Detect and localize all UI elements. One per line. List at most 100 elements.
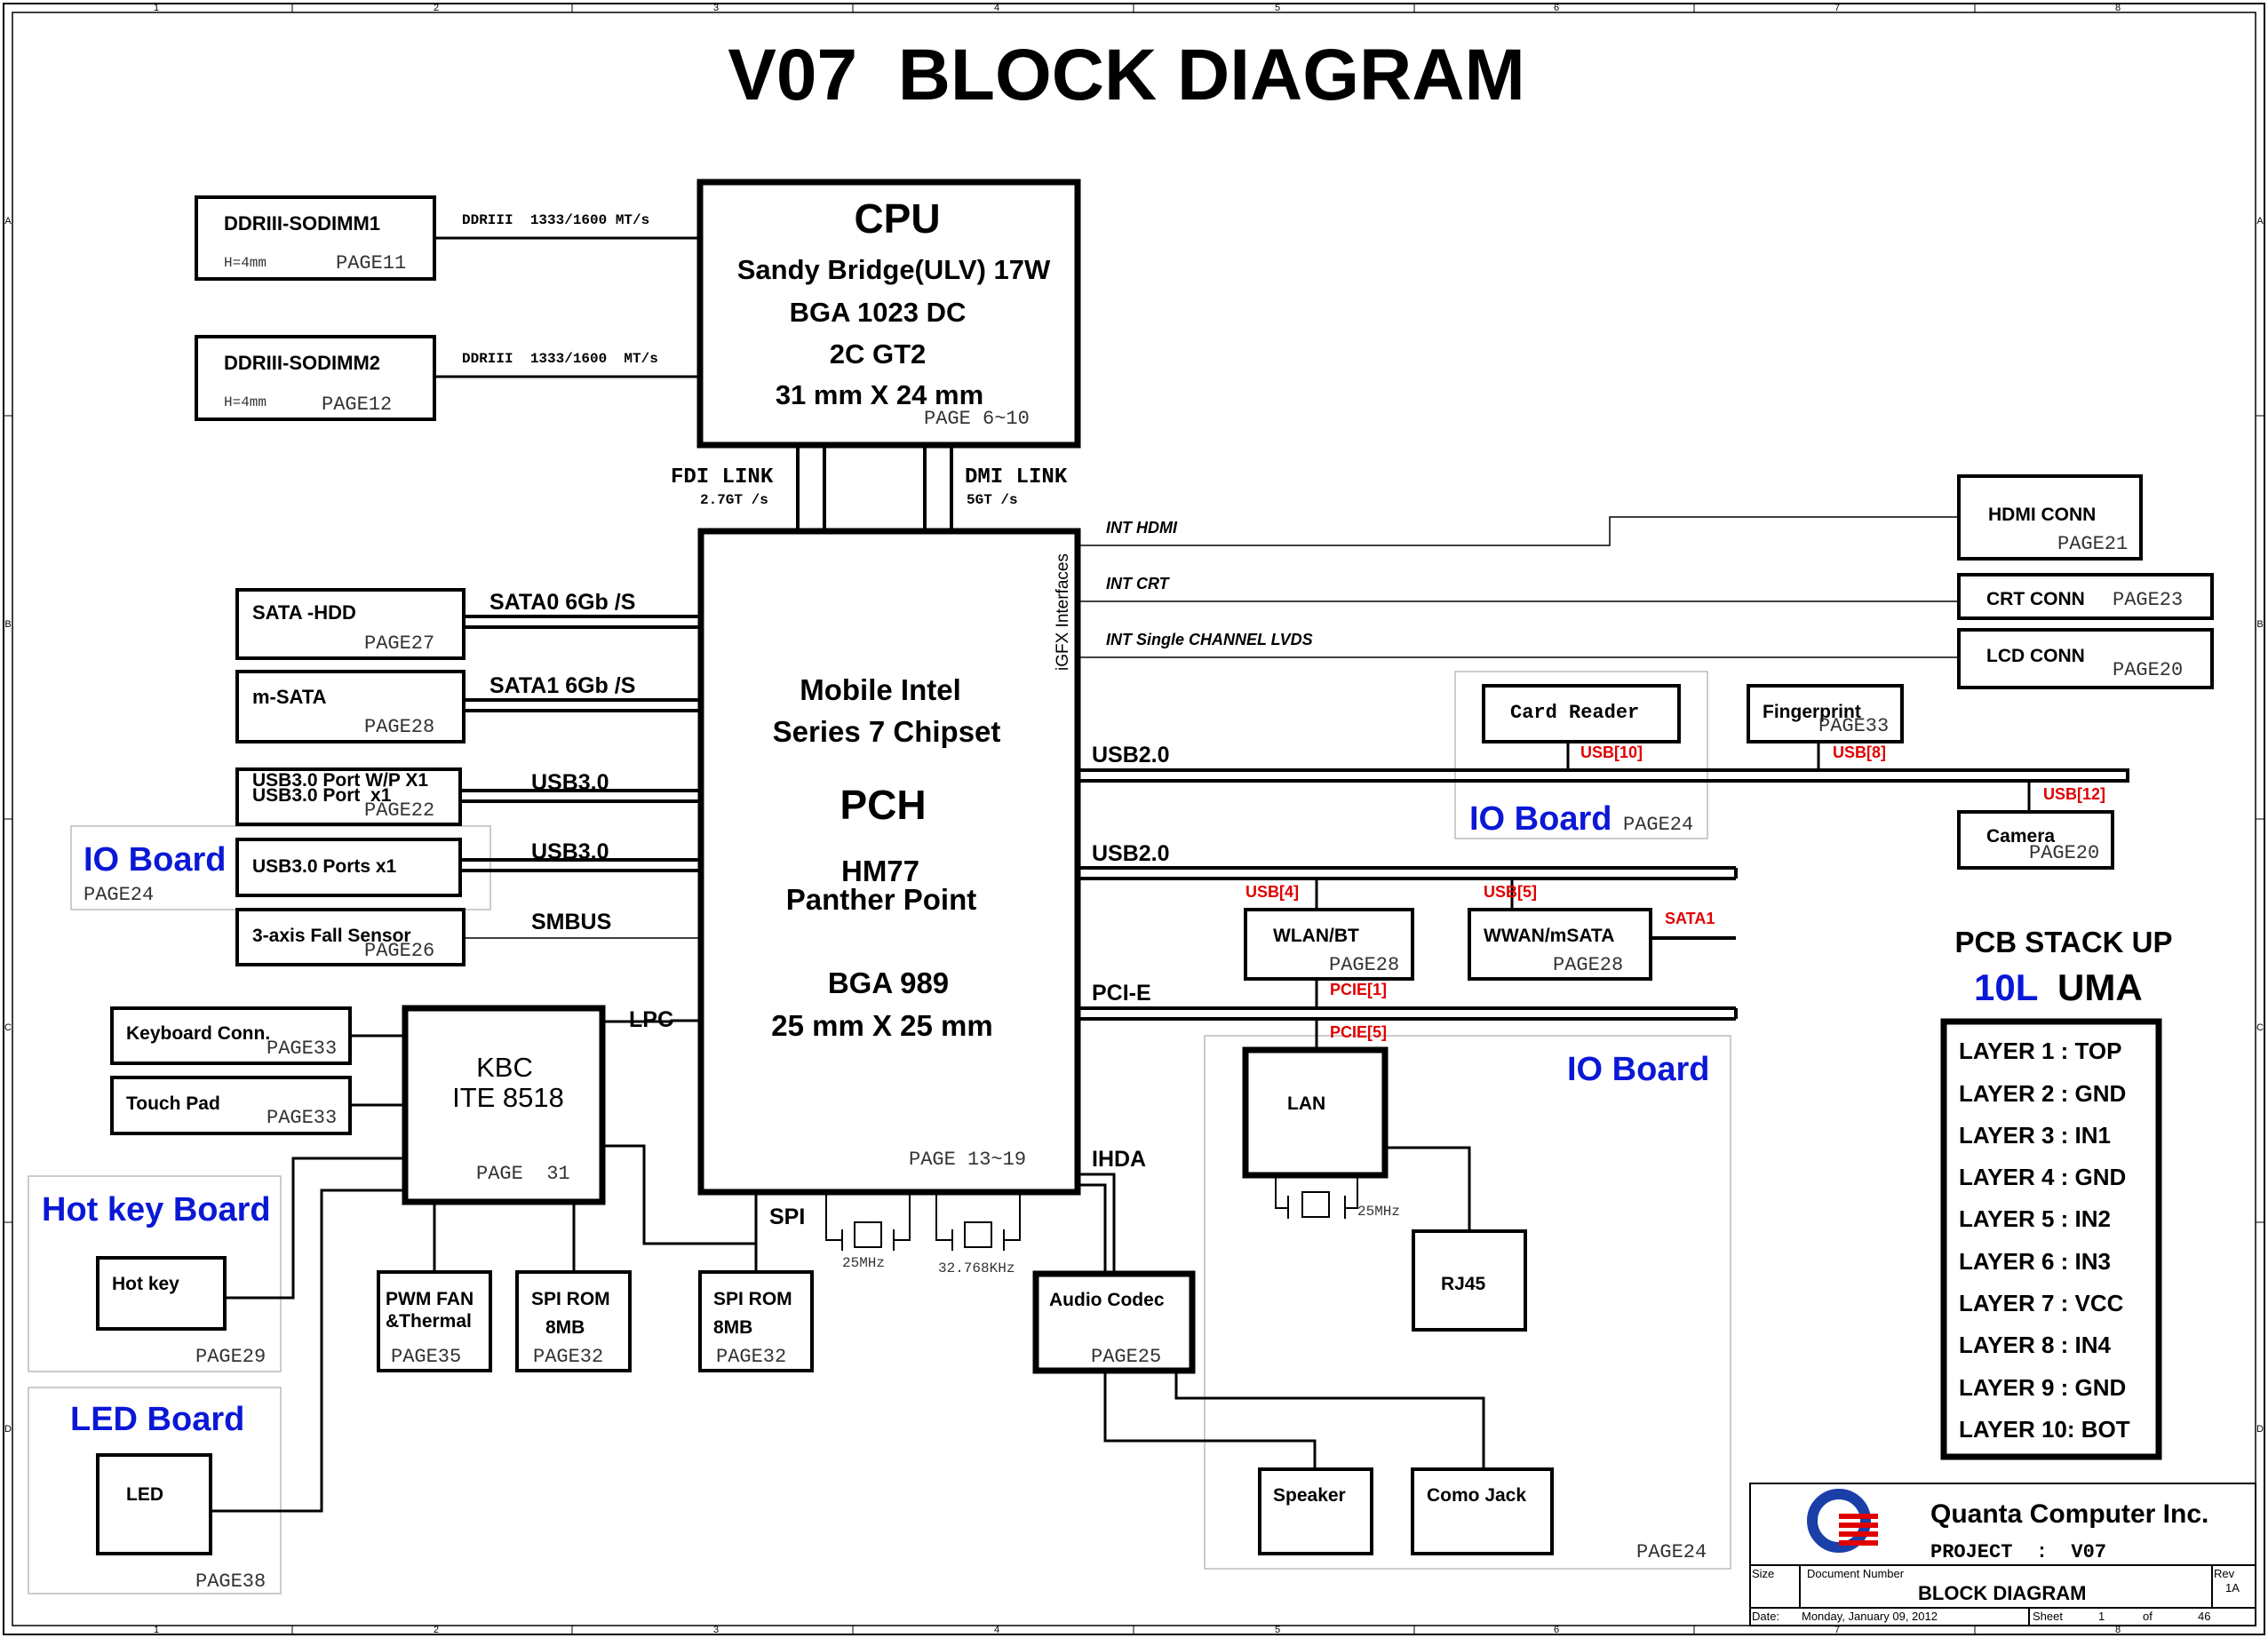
- stackup-layer-7: LAYER 7 : VCC: [1959, 1290, 2124, 1316]
- wlan-bt-label: WLAN/BT: [1273, 926, 1359, 946]
- wwan-sata: SATA1: [1665, 910, 1715, 927]
- lan-xtal-label: 25MHz: [1357, 1204, 1400, 1220]
- stackup-layer-2: LAYER 2 : GND: [1959, 1080, 2126, 1107]
- row-a-left: A: [4, 216, 12, 227]
- igfx-interfaces-label: iGFX Interfaces: [1054, 553, 1072, 671]
- usb3-ports-box: [235, 838, 462, 897]
- dimm1-height: H=4mm: [224, 255, 267, 271]
- col-3-top: 3: [713, 3, 719, 13]
- stackup-layer-10: LAYER 10: BOT: [1959, 1416, 2130, 1443]
- col-5-bottom: 5: [1275, 1625, 1280, 1635]
- lpc-label: LPC: [629, 1007, 673, 1032]
- wwan-usb: USB[5]: [1484, 883, 1537, 901]
- col-7-bottom: 7: [1834, 1625, 1840, 1635]
- fingerprint-label: Fingerprint: [1763, 702, 1861, 722]
- speaker-box: [1258, 1467, 1373, 1555]
- fingerprint-box: [1747, 684, 1904, 743]
- stackup-box: [1940, 1018, 2162, 1460]
- usb2-label-1: USB2.0: [1092, 743, 1170, 767]
- wlan-bt-page: PAGE28: [1329, 954, 1399, 976]
- col-8-bottom: 8: [2115, 1625, 2121, 1635]
- dmi-link-label: DMI LINK: [965, 465, 1068, 489]
- sata-hdd-page: PAGE27: [364, 632, 434, 655]
- lan-xtal-icon: [1275, 1175, 1358, 1219]
- stackup-layer-5: LAYER 5 : IN2: [1959, 1205, 2111, 1232]
- quanta-logo-icon: [1807, 1489, 1878, 1553]
- msata-page: PAGE28: [364, 716, 434, 738]
- dimm2-height: H=4mm: [224, 394, 267, 410]
- wwan-box: [1468, 908, 1652, 981]
- pcie-label: PCI-E: [1092, 981, 1151, 1006]
- usb3-bus-2: USB3.0: [531, 839, 609, 864]
- usb3-wp-page: PAGE22: [364, 799, 434, 822]
- fdi-rate: 2.7GT /s: [700, 492, 768, 508]
- io-board-left-title: IO Board: [84, 841, 226, 879]
- kbc-label2: ITE 8518: [452, 1082, 564, 1113]
- touchpad-label: Touch Pad: [126, 1093, 220, 1114]
- dimm1-bus: DDRIII 1333/1600 MT/s: [462, 212, 649, 228]
- col-5-top: 5: [1275, 3, 1280, 13]
- row-d-left: D: [4, 1424, 12, 1435]
- hotkey-page: PAGE29: [195, 1346, 266, 1368]
- wwan-page: PAGE28: [1553, 954, 1623, 976]
- msata-box: [235, 670, 466, 743]
- hdmi-conn-page: PAGE21: [2057, 533, 2128, 555]
- card-reader-label: Card Reader: [1510, 702, 1639, 724]
- pch-line7: 25 mm X 25 mm: [771, 1009, 992, 1042]
- cpu-line2: BGA 1023 DC: [790, 297, 967, 328]
- col-4-top: 4: [994, 3, 999, 13]
- fingerprint-page: PAGE33: [1818, 715, 1889, 737]
- hdmi-conn-label: HDMI CONN: [1988, 505, 2096, 525]
- sata-hdd-box: [235, 588, 466, 660]
- sheet-number: 1: [2098, 1610, 2105, 1623]
- wlan-bt-box: [1244, 908, 1414, 981]
- lcd-conn-label: LCD CONN: [1986, 646, 2085, 666]
- crt-conn-box: [1957, 573, 2214, 620]
- camera-label: Camera: [1986, 826, 2055, 847]
- card-reader-usb: USB[10]: [1580, 743, 1643, 761]
- cpu-title: CPU: [854, 195, 940, 242]
- combo-jack-box: [1411, 1467, 1554, 1555]
- pch-page: PAGE 13~19: [909, 1149, 1026, 1171]
- keyboard-conn-label: Keyboard Conn.: [126, 1023, 270, 1044]
- int-hdmi-label: INT HDMI: [1106, 519, 1178, 537]
- pch-line2: Series 7 Chipset: [773, 715, 1001, 748]
- col-8-top: 8: [2115, 3, 2121, 13]
- project-name: PROJECT : V07: [1930, 1541, 2106, 1563]
- camera-page: PAGE20: [2029, 842, 2099, 864]
- size-label: Size: [1752, 1567, 1774, 1580]
- row-c-left: C: [4, 1022, 12, 1033]
- msata-label: m-SATA: [252, 686, 327, 708]
- usb3-bus-1: USB3.0: [531, 770, 609, 795]
- company-name: Quanta Computer Inc.: [1930, 1499, 2208, 1529]
- cpu-block: [696, 179, 1081, 449]
- rj45-label: RJ45: [1441, 1274, 1486, 1294]
- speaker-label: Speaker: [1273, 1485, 1346, 1506]
- io-board-mid-page: PAGE24: [1623, 814, 1693, 836]
- wwan-label: WWAN/mSATA: [1484, 926, 1614, 946]
- stackup-uma: UMA: [2057, 966, 2143, 1008]
- pch-line4: HM77: [841, 855, 919, 887]
- row-c-right: C: [2256, 1022, 2264, 1033]
- of-label: of: [2143, 1610, 2153, 1623]
- dimm1-label: DDRIII-SODIMM1: [224, 212, 380, 235]
- row-b-left: B: [4, 619, 11, 630]
- pch-title: PCH: [840, 782, 926, 828]
- doc-number-label: Document Number: [1807, 1567, 1905, 1580]
- card-reader-box: [1482, 684, 1681, 743]
- row-a-right: A: [2256, 216, 2264, 227]
- fingerprint-usb: USB[8]: [1833, 743, 1886, 761]
- spi-rom2-page: PAGE32: [716, 1346, 786, 1368]
- audio-codec-label: Audio Codec: [1049, 1290, 1165, 1310]
- col-4-bottom: 4: [994, 1625, 999, 1635]
- spi-label: SPI: [769, 1205, 805, 1229]
- sata0-bus: SATA0 6Gb /S: [489, 590, 635, 615]
- combo-jack-label: Como Jack: [1427, 1485, 1526, 1506]
- lan-pcie: PCIE[5]: [1330, 1023, 1387, 1041]
- sata1-bus: SATA1 6Gb /S: [489, 673, 635, 698]
- stackup-layer-count: 10L: [1974, 966, 2038, 1008]
- kbc-page: PAGE 31: [476, 1163, 570, 1185]
- spi-rom1-label1: SPI ROM: [531, 1289, 610, 1309]
- smbus-label: SMBUS: [531, 910, 611, 934]
